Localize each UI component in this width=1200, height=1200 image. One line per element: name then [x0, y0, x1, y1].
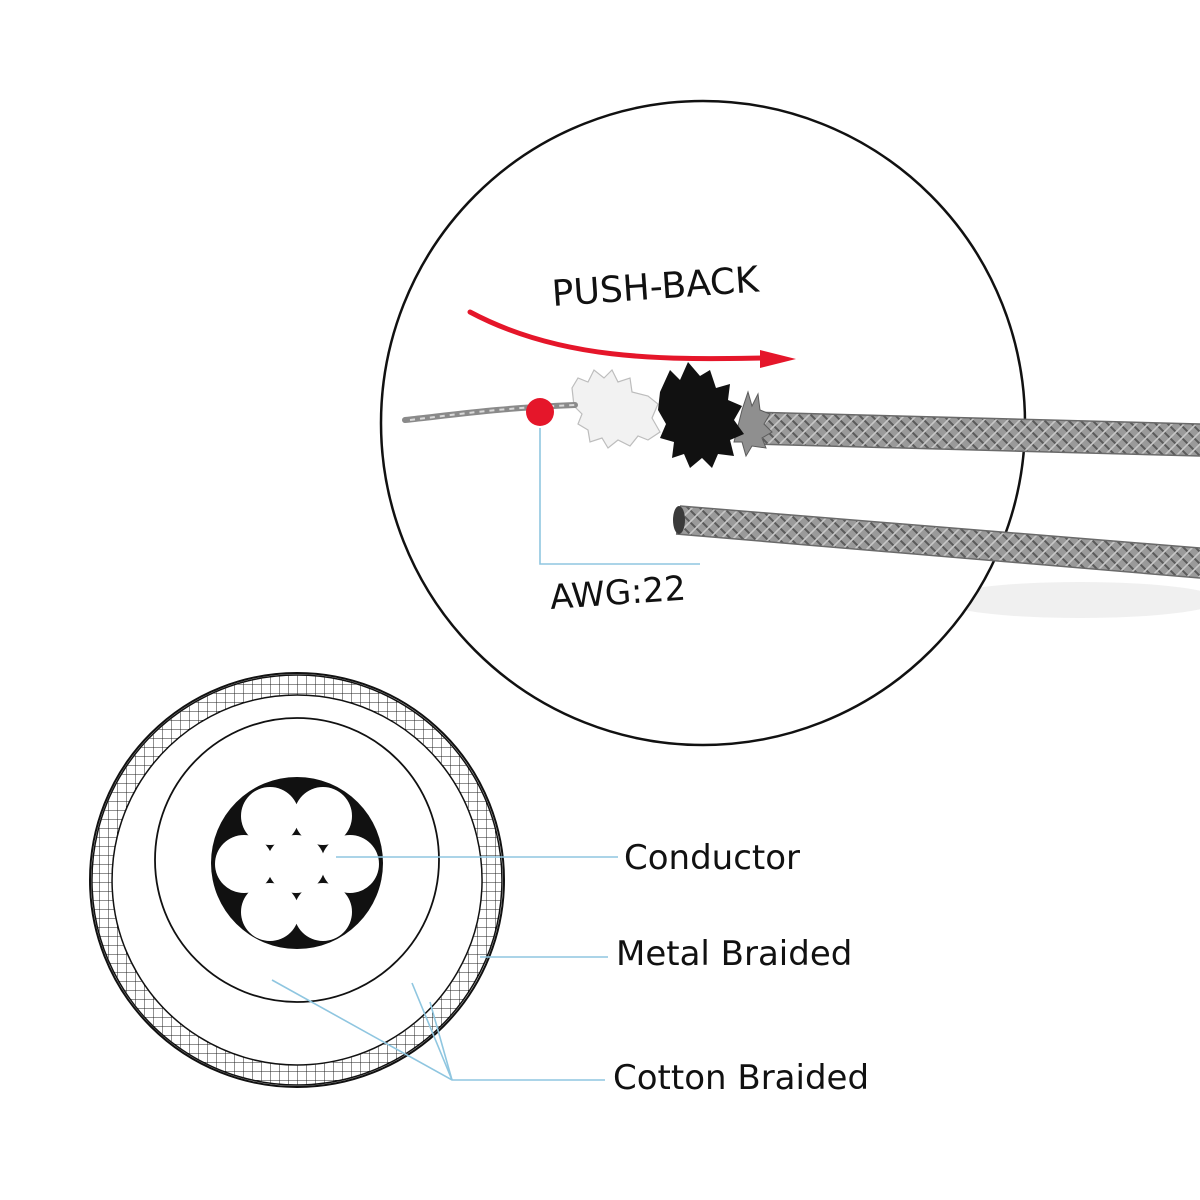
strand — [294, 883, 352, 941]
strand — [294, 787, 352, 845]
legend-leaders — [271, 856, 618, 1081]
strand — [321, 835, 379, 893]
cotton-braided-label: Cotton Braided — [613, 1058, 870, 1098]
frayed-braid-end — [733, 390, 773, 458]
strand — [241, 787, 299, 845]
strand — [215, 835, 273, 893]
lens-shadow — [940, 582, 1200, 618]
strand — [241, 883, 299, 941]
cotton-braided-leader-c — [429, 1001, 453, 1081]
lower-wire — [673, 505, 1200, 579]
conductor-strands — [215, 787, 379, 941]
conductor-label: Conductor — [624, 838, 801, 878]
white-fiber-layer — [571, 368, 661, 449]
push-back-arrow — [467, 309, 768, 362]
metal-braided-label: Metal Braided — [616, 934, 853, 974]
cotton-braided-leader-b — [411, 982, 453, 1081]
strand — [267, 835, 325, 893]
arrow-head — [760, 350, 796, 368]
upper-wire — [402, 362, 1200, 468]
cross-section — [89, 672, 505, 1088]
black-fiber-layer — [658, 362, 744, 468]
awg-leader-line — [539, 428, 700, 565]
marker-dot — [526, 398, 554, 426]
metal-braid-ring — [91, 674, 503, 1086]
